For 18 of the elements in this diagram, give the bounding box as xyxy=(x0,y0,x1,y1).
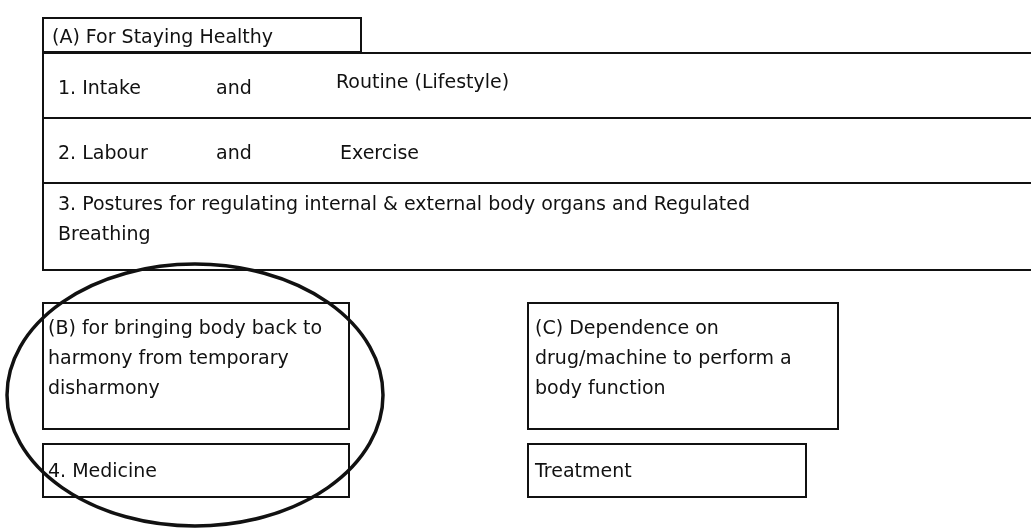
highlight-ellipse xyxy=(5,262,385,528)
box-text: (B) for bringing body back to harmony from temporary disharmony xyxy=(48,315,324,400)
list-box xyxy=(527,443,807,498)
box-text: (A) For Staying Healthy xyxy=(52,24,274,49)
box-text: Treatment xyxy=(535,458,632,483)
box-text: 2. Labour xyxy=(58,140,148,165)
box-text: and xyxy=(216,75,252,100)
category-box xyxy=(527,302,839,430)
box-text: and xyxy=(216,140,252,165)
heading-box xyxy=(42,17,362,53)
list-row xyxy=(42,182,1031,271)
box-text: Exercise xyxy=(340,140,420,165)
list-row xyxy=(42,52,1031,119)
box-text: (C) Dependence on drug/machine to perform a body function xyxy=(535,315,793,400)
box-text: 1. Intake xyxy=(58,75,141,100)
box-text: 4. Medicine xyxy=(48,458,158,483)
box-text: Routine (Lifestyle) xyxy=(336,69,510,94)
box-text: 3. Postures for regulating internal & external body organs and Regulated Breathing xyxy=(58,191,751,246)
